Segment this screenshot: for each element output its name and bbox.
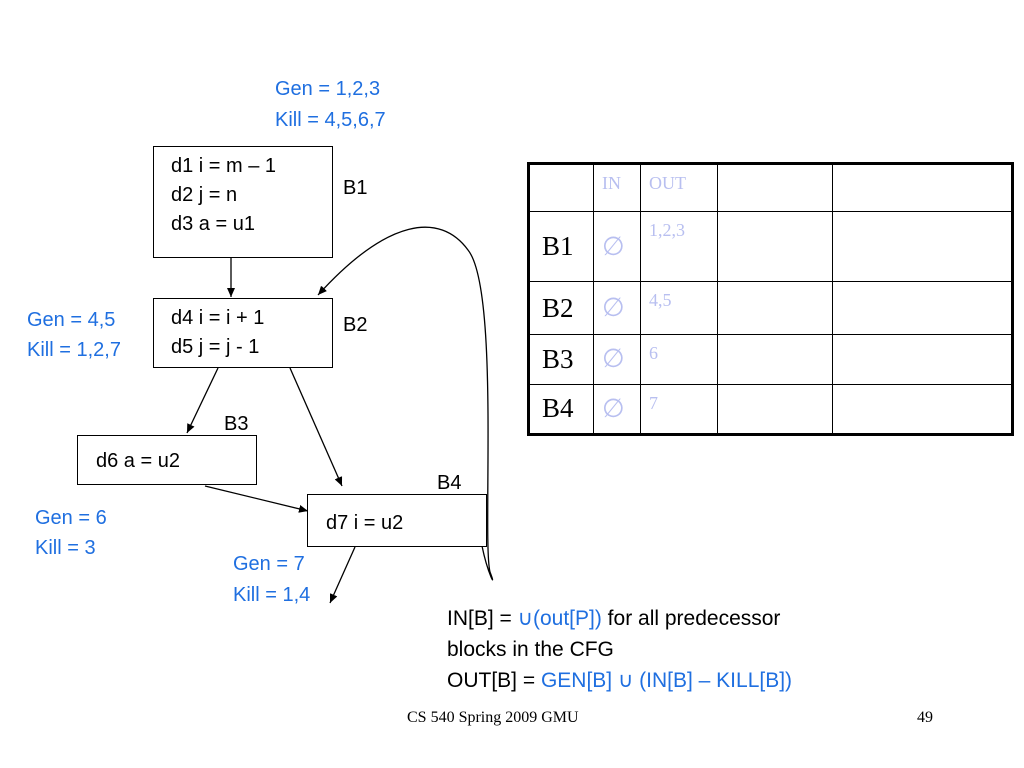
table-header-cell (832, 162, 1013, 213)
table-header-row: IN OUT (528, 162, 1013, 213)
block-b3-label: B3 (224, 413, 249, 435)
table-row-out: 6 (640, 333, 718, 385)
table-header-in: IN (593, 162, 641, 213)
dataflow-equations: IN[B] = ∪(out[P]) for all predecessor bl… (447, 603, 792, 696)
table-row-cell (832, 333, 1013, 385)
table-header-cell (717, 162, 833, 213)
footer-page-number: 49 (917, 709, 933, 726)
block-b3: d6 a = u2 (77, 435, 257, 485)
b2-line-1: d4 i = i + 1 (171, 307, 265, 329)
table-row-in: ∅ (593, 333, 641, 385)
table-row-block: B1 (528, 211, 594, 283)
table-header-out: OUT (640, 162, 718, 213)
table-row-cell (717, 281, 833, 335)
table-row-out: 4,5 (640, 281, 718, 335)
dataflow-table: IN OUT B1 ∅ 1,2,3 B2 ∅ 4,5 B3 ∅ 6 B4 ∅ 7 (527, 162, 1014, 436)
table-row-cell (832, 211, 1013, 283)
block-b4-label: B4 (437, 472, 462, 494)
footer-course: CS 540 Spring 2009 GMU (407, 709, 579, 726)
b1-line-3: d3 a = u1 (171, 213, 255, 235)
table-row-block: B4 (528, 383, 594, 436)
b3-line-1: d6 a = u2 (96, 450, 180, 472)
block-b2-label: B2 (343, 314, 368, 336)
table-row-block: B2 (528, 281, 594, 335)
b3-gen-label: Gen = 6 (35, 507, 107, 529)
table-row-cell (717, 211, 833, 283)
b1-gen-label: Gen = 1,2,3 (275, 78, 381, 100)
out-equation-prefix: OUT[B] = (447, 669, 541, 692)
block-b1: d1 i = m – 1 d2 j = n d3 a = u1 (153, 146, 333, 258)
b4-gen-label: Gen = 7 (233, 553, 305, 575)
block-b2: d4 i = i + 1 d5 j = j - 1 (153, 298, 333, 368)
b3-kill-label: Kill = 3 (35, 537, 96, 559)
b2-kill-label: Kill = 1,2,7 (27, 339, 121, 361)
table-row-in: ∅ (593, 281, 641, 335)
out-equation-expr: GEN[B] ∪ (IN[B] – KILL[B]) (540, 669, 793, 692)
edge-b4-b2-back (317, 226, 494, 581)
table-row-out: 7 (640, 383, 718, 436)
table-row-cell (832, 281, 1013, 335)
table-row: B2 ∅ 4,5 (528, 281, 1013, 335)
b1-line-2: d2 j = n (171, 184, 238, 206)
b1-line-1: d1 i = m – 1 (171, 155, 277, 177)
in-equation-line-2: blocks in the CFG (447, 638, 614, 661)
b1-kill-label: Kill = 4,5,6,7 (275, 109, 386, 131)
table-row-cell (717, 333, 833, 385)
table-row-in: ∅ (593, 211, 641, 283)
b4-line-1: d7 i = u2 (326, 512, 404, 534)
in-equation-union: ∪(out[P]) (517, 607, 602, 630)
table-row-in: ∅ (593, 383, 641, 436)
edge-b2-b4 (289, 367, 343, 487)
table-row-cell (832, 383, 1013, 436)
table-row-cell (717, 383, 833, 436)
in-equation: IN[B] = ∪(out[P]) for all predecessor (447, 603, 792, 634)
edge-b3-b4 (204, 485, 309, 513)
b2-line-2: d5 j = j - 1 (171, 336, 260, 358)
table-row: B4 ∅ 7 (528, 383, 1013, 436)
table-header-cell (528, 162, 594, 213)
in-equation-suffix: for all predecessor (601, 607, 781, 630)
table-row: B1 ∅ 1,2,3 (528, 211, 1013, 283)
in-equation-prefix: IN[B] = (447, 607, 518, 630)
edge-b2-b3 (186, 367, 219, 434)
table-row-out: 1,2,3 (640, 211, 718, 283)
out-equation: OUT[B] = GEN[B] ∪ (IN[B] – KILL[B]) (447, 665, 792, 696)
edge-b4-exit (329, 546, 356, 604)
b4-kill-label: Kill = 1,4 (233, 584, 311, 606)
b2-gen-label: Gen = 4,5 (27, 309, 116, 331)
table-row: B3 ∅ 6 (528, 333, 1013, 385)
block-b4: d7 i = u2 (307, 494, 487, 547)
block-b1-label: B1 (343, 177, 368, 199)
table-row-block: B3 (528, 333, 594, 385)
